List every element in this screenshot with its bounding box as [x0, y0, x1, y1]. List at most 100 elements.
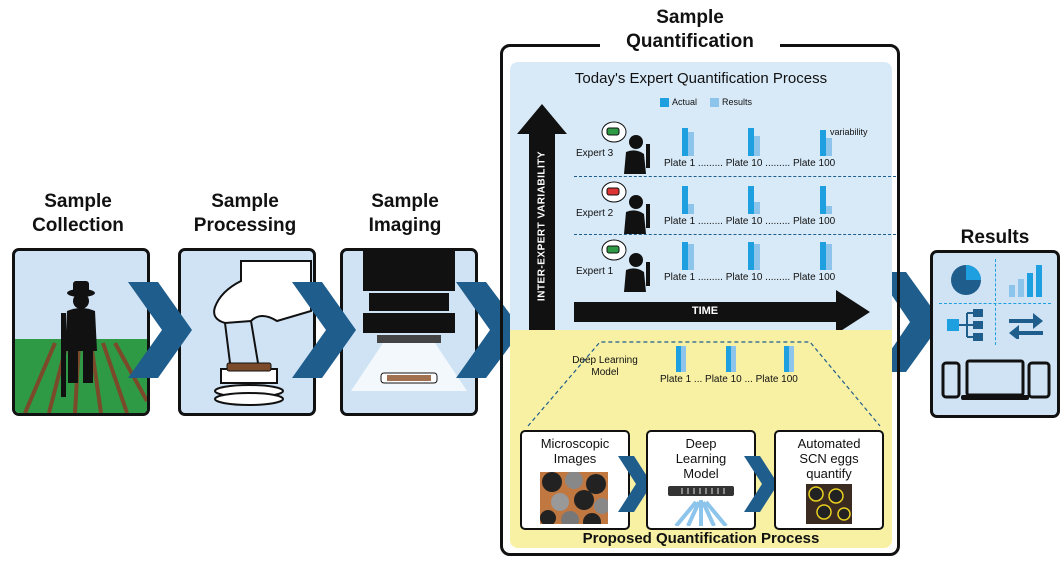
expert-icon: [601, 181, 650, 234]
expert-row-3: Expert 3 Plate 1 ......... Plate 10 ....…: [570, 118, 890, 174]
bar: [682, 186, 688, 214]
row-divider: [574, 234, 896, 235]
bar-chart-icon: [1009, 265, 1042, 297]
microscopic-images-box: Microscopic Images: [520, 430, 630, 530]
bar: [789, 346, 794, 372]
stage-title-processing: Sample Processing: [175, 190, 315, 238]
proposed-plate-labels: Plate 1 ... Plate 10 ... Plate 100: [660, 374, 798, 385]
bar: [784, 346, 789, 372]
chevron-arrow-4: [876, 272, 942, 372]
plate-labels: Plate 1 ......... Plate 10 ......... Pla…: [664, 216, 836, 227]
stage-title-line2: Quantification: [626, 31, 754, 52]
stage-title-imaging: Sample Imaging: [335, 190, 475, 238]
bar: [682, 242, 688, 270]
network-icon: [947, 309, 983, 341]
field-illustration: [15, 281, 147, 413]
bar: [826, 206, 832, 214]
bar: [688, 204, 694, 214]
farmer-icon: [61, 281, 97, 397]
expert-icon: [601, 239, 650, 292]
sample-imaging-panel: [340, 248, 478, 416]
legend-actual-label: Actual: [672, 97, 698, 107]
stage-title-line1: Sample: [211, 191, 279, 212]
bar: [688, 244, 694, 270]
automated-quantify-box: Automated SCN eggs quantify: [774, 430, 884, 530]
results-panel: [930, 250, 1060, 418]
bar: [731, 346, 736, 372]
model-label-line2: Model: [591, 367, 619, 378]
bar: [682, 128, 688, 156]
bar: [676, 346, 681, 372]
stage-title-line2: Collection: [32, 215, 124, 236]
box-line3: quantify: [806, 466, 852, 481]
sieve-icon: [213, 260, 312, 406]
stage-title-line1: Sample: [44, 191, 112, 212]
proposed-process-title: Proposed Quantification Process: [582, 530, 820, 547]
expert-name: Expert 1: [576, 266, 614, 277]
bar: [748, 186, 754, 214]
grid-divider: [939, 303, 1051, 304]
model-label-line1: Deep Learning: [572, 355, 638, 366]
bar: [726, 346, 731, 372]
grid-divider: [995, 259, 996, 345]
microscopic-image-thumbnail: [540, 472, 608, 524]
row-divider: [574, 176, 896, 177]
deep-learning-model-label: Deep Learning Model: [560, 355, 650, 379]
bar: [754, 202, 760, 214]
sample-collection-panel: [12, 248, 150, 416]
stage-title-line2: Processing: [193, 215, 297, 236]
pie-chart-icon: [951, 265, 981, 295]
stage-title-line2: Imaging: [368, 215, 442, 236]
legend-results-label: Results: [722, 97, 753, 107]
legend-actual-swatch: [660, 98, 669, 107]
devices-icon: [941, 359, 1051, 400]
expert-row-2: Expert 2 Plate 1 ......... Plate 10 ....…: [570, 178, 890, 234]
box-line3: Model: [683, 466, 719, 481]
sample-processing-panel: [178, 248, 316, 416]
detected-eggs-thumbnail: [806, 484, 852, 524]
bar: [688, 132, 694, 156]
box-line1: Automated: [797, 436, 861, 451]
time-label: TIME: [691, 305, 719, 317]
stage-title-collection: Sample Collection: [8, 190, 148, 238]
chevron-arrow-small-2: [744, 456, 778, 512]
expert-name: Expert 3: [576, 148, 614, 159]
bar: [754, 136, 760, 156]
plate-labels: Plate 1 ......... Plate 10 ......... Pla…: [664, 272, 836, 283]
stage-title-quantification: Sample Quantification: [600, 6, 780, 54]
swap-arrows-icon: [1009, 313, 1043, 339]
bar: [681, 346, 686, 372]
bar: [748, 242, 754, 270]
time-arrow: [574, 290, 870, 334]
expert-icon: [601, 121, 650, 174]
chevron-arrow-1: [128, 282, 192, 378]
stage-title-line1: Sample: [656, 7, 724, 28]
box-line1: Deep: [685, 436, 717, 451]
chevron-arrow-small-1: [618, 456, 652, 512]
bar: [754, 244, 760, 270]
box-line1: Microscopic: [540, 436, 610, 451]
inter-expert-variability-label: INTER-EXPERT VARIABILITY: [536, 150, 548, 302]
bar: [820, 186, 826, 214]
expert-process-title: Today's Expert Quantification Process: [574, 70, 828, 87]
expert-name: Expert 2: [576, 208, 614, 219]
microscope-icon: [351, 251, 467, 391]
stage-title-results: Results: [960, 227, 1030, 248]
bar: [748, 128, 754, 156]
server-gpu-icon: [668, 486, 734, 526]
legend: Actual Results: [660, 96, 780, 110]
chevron-arrow-2: [292, 282, 356, 378]
inter-expert-variability-arrow: [517, 104, 567, 330]
bar: [826, 138, 832, 156]
variability-label: variability: [830, 127, 868, 137]
plate-labels: Plate 1 ......... Plate 10 ......... Pla…: [664, 158, 836, 169]
bar: [820, 130, 826, 156]
bar: [826, 244, 832, 270]
box-line2: SCN eggs: [799, 451, 859, 466]
legend-results-swatch: [710, 98, 719, 107]
box-line2: Images: [553, 451, 597, 466]
box-line2: Learning: [675, 451, 727, 466]
chevron-arrow-3: [456, 282, 522, 378]
expert-row-1: Expert 1 Plate 1 ......... Plate 10 ....…: [570, 236, 890, 292]
expert-process-panel: [510, 62, 892, 330]
